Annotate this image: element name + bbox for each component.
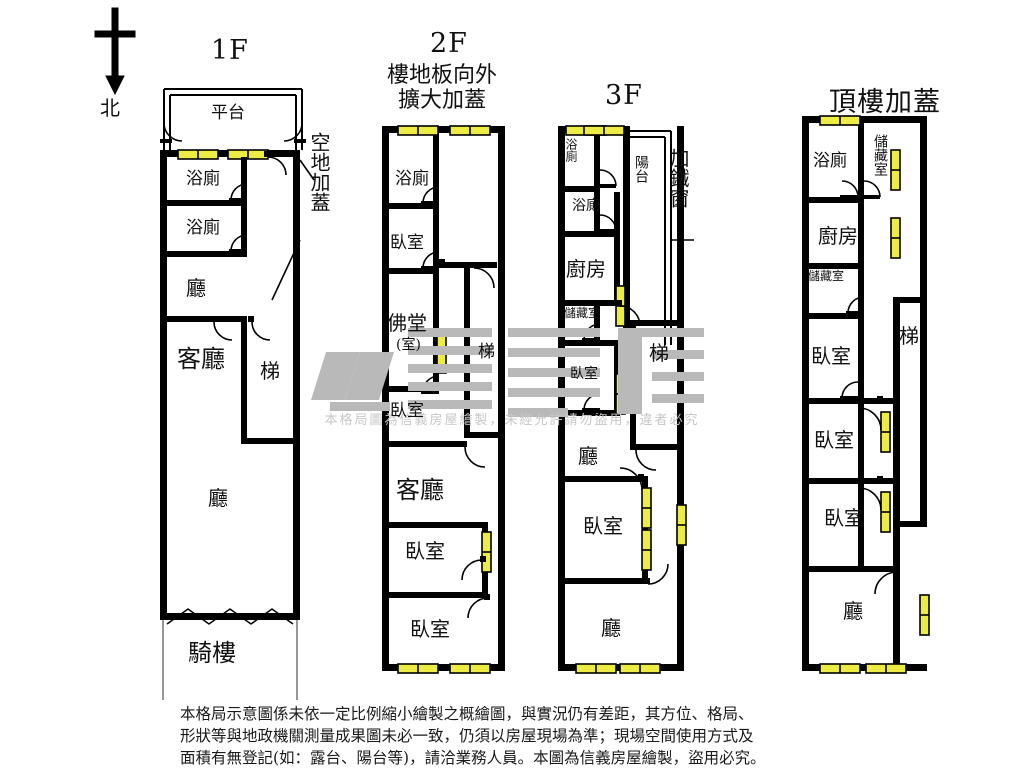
room-rooftop-storage-1: 儲藏室 [872, 134, 888, 176]
room-1f-hall-upper: 廳 [186, 276, 206, 300]
room-2f-bedroom-1: 臥室 [390, 233, 424, 253]
note-2f-subtitle-line1: 樓地板向外 [387, 63, 498, 88]
room-1f-bathroom-upper: 浴廁 [186, 169, 220, 189]
room-3f-bathroom-2: 浴廁 [572, 198, 600, 214]
room-rooftop-storage-2: 儲藏室 [808, 269, 845, 283]
room-2f-bedroom-3: 臥室 [405, 539, 445, 563]
room-1f-hall-lower: 廳 [208, 486, 228, 510]
room-rooftop-kitchen: 廚房 [818, 224, 858, 248]
room-rooftop-bedroom-1: 臥室 [811, 344, 851, 368]
room-rooftop-bedroom-2: 臥室 [814, 428, 854, 452]
disclaimer-line-1: 本格局示意圖係未依一定比例縮小繪製之概繪圖，與實況仍有差距，其方位、格局、 [180, 705, 754, 723]
room-rooftop-bedroom-3: 臥室 [824, 506, 864, 530]
room-1f-living-room: 客廳 [177, 345, 225, 373]
room-3f-hall-upper: 廳 [578, 444, 598, 468]
disclaimer-line-2: 形狀等與地政機關測量成果圖未必一致，仍須以房屋現場為準；現場空間使用方式及 [180, 727, 754, 745]
floor-1f-geometry [160, 88, 315, 700]
room-2f-buddhist-hall: 佛堂 [387, 311, 427, 335]
floor-1f-title: 1F [211, 35, 249, 66]
floor-rooftop-title: 頂樓加蓋 [829, 87, 941, 118]
note-3f-iron-window: 加鐵窗 [666, 148, 690, 208]
room-1f-balcony-platform: 平台 [211, 103, 245, 123]
room-3f-balcony: 陽台 [633, 155, 649, 183]
room-2f-stairs: 梯 [478, 342, 495, 362]
room-3f-storage: 儲藏室 [564, 306, 601, 320]
room-1f-bathroom-lower: 浴廁 [186, 218, 220, 238]
room-1f-arcade: 騎樓 [188, 639, 236, 667]
room-2f-bedroom-2: 臥室 [390, 401, 424, 421]
compass-label: 北 [100, 96, 120, 120]
room-rooftop-hall: 廳 [843, 599, 863, 623]
room-1f-stairs: 梯 [260, 359, 280, 383]
floor-3f-title: 3F [605, 80, 643, 111]
room-2f-living-room: 客廳 [396, 476, 444, 504]
room-3f-bedroom-1: 臥室 [570, 366, 598, 382]
room-3f-bedroom-2: 臥室 [583, 514, 623, 538]
room-3f-kitchen: 廚房 [566, 257, 606, 281]
room-3f-hall-lower: 廳 [601, 616, 621, 640]
room-2f-bedroom-4: 臥室 [410, 617, 450, 641]
room-3f-bathroom-1: 浴廁 [564, 138, 578, 162]
compass-north-icon [94, 7, 136, 96]
disclaimer: 本格局示意圖係未依一定比例縮小繪製之概繪圖，與實況仍有差距，其方位、格局、 形狀… [180, 703, 860, 769]
room-2f-buddhist-hall-sub: (室) [396, 337, 421, 353]
note-2f-subtitle-line2: 擴大加蓋 [398, 88, 487, 113]
note-1f-outdoor-extension: 空地加蓋 [307, 132, 331, 212]
disclaimer-line-3: 面積有無登記(如：露台、陽台等)，請洽業務人員。本圖為信義房屋繪製，盜用必究。 [180, 749, 766, 767]
room-rooftop-stairs: 梯 [899, 324, 919, 348]
floor-rooftop-geometry [802, 115, 930, 674]
floor-2f-title: 2F [430, 28, 468, 59]
room-3f-stairs: 梯 [649, 341, 669, 365]
room-rooftop-bathroom: 浴廁 [813, 151, 847, 171]
room-2f-bathroom: 浴廁 [395, 169, 429, 189]
